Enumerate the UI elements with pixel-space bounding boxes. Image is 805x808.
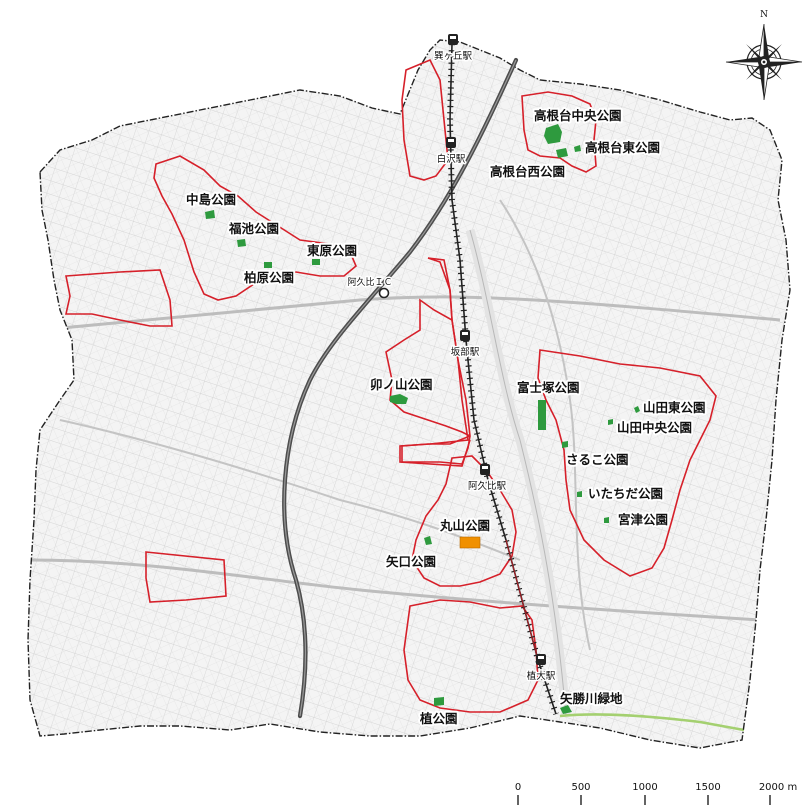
station-label: 巽ヶ丘駅	[434, 51, 473, 62]
park-marker	[312, 259, 320, 265]
station-label: 白沢駅	[437, 153, 466, 165]
park-marker	[205, 210, 215, 219]
park-markers	[205, 124, 640, 714]
railway	[446, 43, 559, 715]
park-marker	[634, 406, 640, 413]
station-uedai: 植大駅	[525, 654, 557, 684]
interchange-icon	[378, 287, 390, 299]
park-label-yakachigawa: 矢勝川緑地	[559, 691, 623, 706]
station-agui: 阿久比駅	[466, 464, 508, 494]
green-belt	[559, 713, 745, 732]
district-southwest-rect	[145, 551, 227, 603]
park-label-ue: 植公園	[419, 711, 458, 726]
scale-label-1000: 1000	[632, 782, 657, 793]
park-label-takanedai-higashi: 高根台東公園	[585, 140, 660, 155]
park-marker	[538, 400, 546, 430]
park-marker-highlight	[459, 536, 481, 549]
district-ue	[403, 599, 539, 713]
station-icon	[536, 654, 546, 665]
scale-label-0: 0	[515, 782, 521, 793]
compass-rose-icon: N	[725, 10, 803, 101]
park-label-nakajima: 中島公園	[186, 192, 236, 207]
district-east	[537, 349, 717, 577]
district-unoyama-outline	[399, 257, 471, 467]
park-marker	[556, 148, 568, 158]
district-maruyama	[411, 455, 517, 587]
scale-bar: 0 500 1000 1500 2000 m	[515, 782, 797, 805]
district-west-strip	[65, 269, 173, 327]
city-boundary	[27, 39, 791, 749]
park-label-yaguchi: 矢口公園	[385, 554, 436, 569]
park-label-takanedai-nishi: 高根台西公園	[490, 164, 565, 179]
interchange: 阿久比ＩＣ	[346, 275, 394, 299]
station-icon	[446, 137, 456, 148]
district-nakajima-kashiwabara	[153, 155, 357, 301]
park-marker	[424, 536, 432, 545]
park-marker	[237, 239, 246, 247]
station-sakabe: 坂部駅	[449, 330, 481, 360]
park-label-fukuike: 福池公園	[228, 221, 279, 236]
expressway-center	[283, 59, 517, 717]
river-bank	[469, 229, 567, 717]
park-marker	[604, 517, 609, 523]
park-marker	[560, 705, 572, 714]
park-label-itachida: いたちだ公園	[588, 486, 663, 501]
compass-north-label: N	[760, 10, 768, 20]
park-marker	[544, 124, 562, 144]
park-marker	[434, 697, 444, 706]
park-marker	[574, 145, 581, 152]
park-label-miyatsu: 宮津公園	[618, 512, 668, 527]
park-labels: 高根台中央公園 高根台東公園 高根台西公園 中島公園 福池公園 東原公園 柏原公…	[184, 106, 708, 728]
scale-label-2000: 2000 m	[759, 782, 797, 793]
station-shirasawa: 白沢駅	[435, 137, 467, 167]
park-label-higashihara: 東原公園	[307, 243, 357, 258]
district-takanedai	[521, 91, 597, 173]
interchange-label: 阿久比ＩＣ	[347, 276, 392, 288]
station-kogagaoka: 巽ヶ丘駅	[432, 34, 474, 64]
scale-label-500: 500	[571, 782, 590, 793]
scale-label-1500: 1500	[695, 782, 720, 793]
park-marker	[562, 441, 568, 448]
park-label-maruyama: 丸山公園	[439, 518, 490, 533]
station-icon	[448, 34, 458, 45]
park-label-unoyama: 卯ノ山公園	[370, 377, 433, 392]
park-marker	[390, 394, 408, 404]
railway-highlight	[505, 539, 539, 661]
station-icon	[460, 330, 470, 341]
park-label-yamada-higashi: 山田東公園	[643, 400, 706, 415]
station-label: 坂部駅	[451, 346, 480, 358]
park-label-kashiwabara: 柏原公園	[244, 270, 294, 285]
park-label-takanedai-chuo: 高根台中央公園	[534, 108, 622, 123]
main-road	[499, 199, 591, 651]
park-label-sarukko: さるこ公園	[566, 452, 629, 467]
park-marker	[264, 262, 272, 268]
park-marker	[577, 491, 582, 497]
stations: 巽ヶ丘駅 白沢駅 坂部駅 阿久比駅 植大駅	[432, 34, 557, 684]
park-marker	[608, 419, 613, 425]
station-icon	[480, 464, 490, 475]
park-label-fujitsuka: 富士塚公園	[517, 380, 580, 395]
station-label: 植大駅	[527, 670, 556, 682]
district-shirasawa	[401, 58, 449, 181]
park-label-yamada-chuo: 山田中央公園	[617, 420, 692, 435]
station-label: 阿久比駅	[468, 480, 507, 492]
